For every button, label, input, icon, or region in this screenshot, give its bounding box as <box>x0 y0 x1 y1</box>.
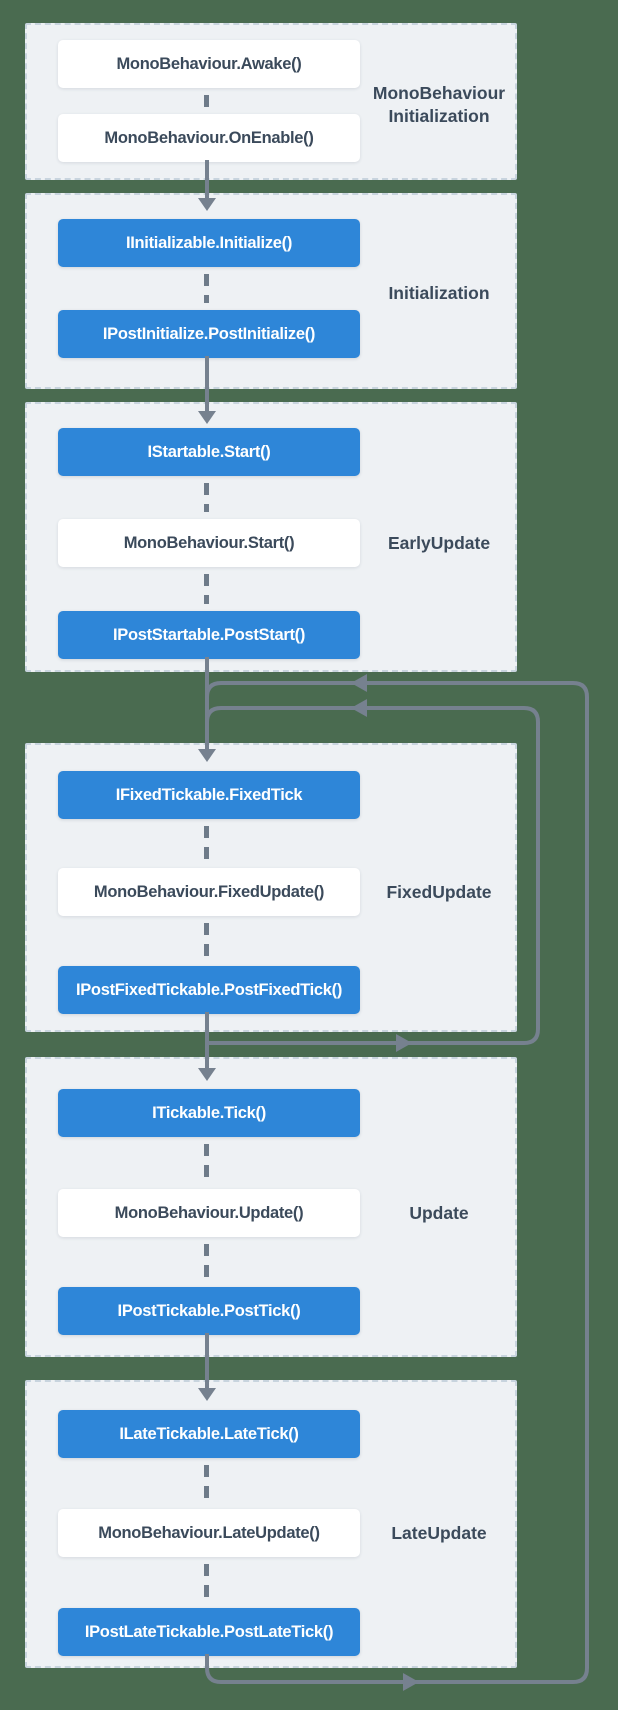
lifecycle-step-box: MonoBehaviour.LateUpdate() <box>58 1509 360 1557</box>
lifecycle-step-box: MonoBehaviour.Update() <box>58 1189 360 1237</box>
dashed-connector <box>204 574 209 604</box>
arrowhead-frame-loop-bottom <box>403 1673 419 1691</box>
dashed-connector <box>204 95 209 107</box>
panel-label: Update <box>409 1203 469 1223</box>
lifecycle-step-box: IPostStartable.PostStart() <box>58 611 360 659</box>
panel-update: Update ITickable.Tick() MonoBehaviour.Upd… <box>25 1057 517 1357</box>
dashed-connector <box>204 826 209 861</box>
panel-label: Initialization <box>388 283 490 303</box>
arrowhead-fixed-loop-top <box>351 699 367 717</box>
panel-label: MonoBehaviour Initialization <box>372 83 506 126</box>
lifecycle-step-box: IPostInitialize.PostInitialize() <box>58 310 360 358</box>
lifecycle-step-box: IInitializable.Initialize() <box>58 219 360 267</box>
lifecycle-step-box: IFixedTickable.FixedTick <box>58 771 360 819</box>
panel-early-update: EarlyUpdate IStartable.Start() MonoBehavi… <box>25 402 517 672</box>
panel-late-update: LateUpdate ILateTickable.LateTick() MonoB… <box>25 1380 517 1668</box>
lifecycle-step-box: IPostFixedTickable.PostFixedTick() <box>58 966 360 1014</box>
lifecycle-step-box: ILateTickable.LateTick() <box>58 1410 360 1458</box>
dashed-connector <box>204 1144 209 1182</box>
arrowhead-frame-loop-top <box>351 674 367 692</box>
lifecycle-step-box: IPostTickable.PostTick() <box>58 1287 360 1335</box>
lifecycle-step-box: MonoBehaviour.OnEnable() <box>58 114 360 162</box>
dashed-connector <box>204 1564 209 1601</box>
dashed-connector <box>204 1465 209 1502</box>
arrowhead-fixed-loop-bottom <box>396 1034 412 1052</box>
lifecycle-step-box: MonoBehaviour.FixedUpdate() <box>58 868 360 916</box>
lifecycle-step-box: IStartable.Start() <box>58 428 360 476</box>
lifecycle-step-box: MonoBehaviour.Start() <box>58 519 360 567</box>
dashed-connector <box>204 1244 209 1280</box>
dashed-connector <box>204 923 209 959</box>
dashed-connector <box>204 483 209 512</box>
dashed-connector <box>204 274 209 303</box>
panel-label: FixedUpdate <box>386 882 492 902</box>
panel-label: LateUpdate <box>391 1523 487 1543</box>
lifecycle-step-box: IPostLateTickable.PostLateTick() <box>58 1608 360 1656</box>
panel-initialization: Initialization IInitializable.Initialize… <box>25 193 517 389</box>
lifecycle-step-box: ITickable.Tick() <box>58 1089 360 1137</box>
panel-monobehaviour-initialization: MonoBehaviour Initialization MonoBehavio… <box>25 23 517 180</box>
lifecycle-step-box: MonoBehaviour.Awake() <box>58 40 360 88</box>
panel-label: EarlyUpdate <box>387 533 491 553</box>
